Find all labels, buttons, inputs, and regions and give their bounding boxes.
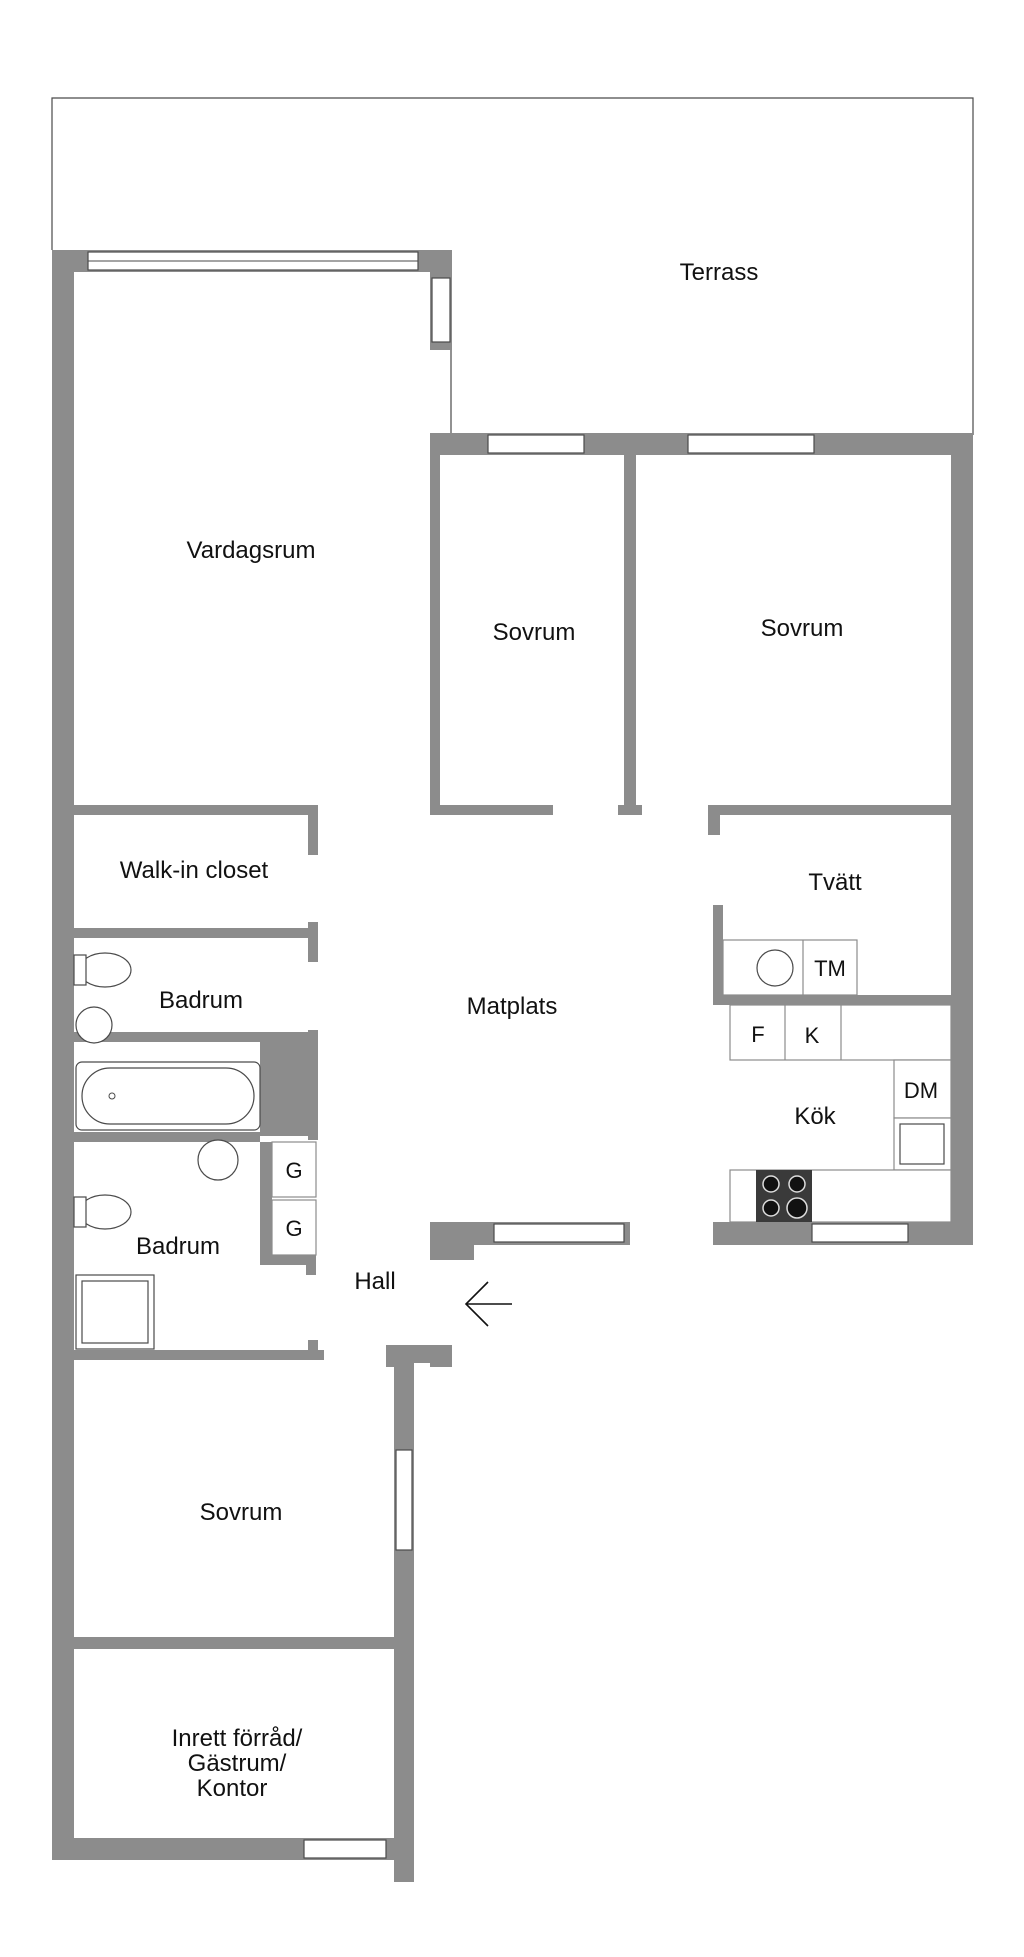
label-bathroom-2: Badrum (136, 1233, 220, 1260)
label-wardrobe-1: G (285, 1158, 302, 1183)
interior-walls (74, 433, 961, 1677)
sink-icon (75, 1006, 113, 1044)
window-bedroom3 (395, 1449, 413, 1551)
label-freezer: K (805, 1023, 820, 1048)
wardrobe-1 (271, 1141, 317, 1198)
laundry-sink-icon (756, 949, 794, 987)
window-kitchen (811, 1223, 909, 1243)
window-storage (303, 1839, 387, 1859)
label-laundry: Tvätt (808, 869, 862, 896)
window-living-east (431, 277, 451, 343)
label-storage-line-2: Gästrum/ (188, 1750, 287, 1777)
label-storage-line-3: Kontor (197, 1775, 268, 1802)
kitchen-fixtures (271, 939, 952, 1256)
label-bedroom-3: Sovrum (200, 1499, 283, 1526)
window-bedroom2 (687, 434, 815, 454)
label-washing-machine: TM (814, 956, 846, 981)
bathroom-fixtures (73, 952, 261, 1350)
entrance-arrow-icon (464, 1281, 512, 1327)
window-dining (493, 1223, 625, 1243)
label-terrace: Terrass (680, 259, 759, 286)
label-wardrobe-2: G (285, 1216, 302, 1241)
label-storage-line-1: Inrett förråd/ (172, 1725, 303, 1752)
label-bedroom-1: Sovrum (493, 619, 576, 646)
toilet-icon (78, 952, 132, 988)
label-hall: Hall (354, 1268, 395, 1295)
label-bedroom-2: Sovrum (761, 615, 844, 642)
sink-icon (197, 1139, 239, 1181)
label-kitchen: Kök (794, 1103, 836, 1130)
label-fridge: F (751, 1022, 764, 1047)
window-bedroom1 (487, 434, 585, 454)
wardrobe-2 (271, 1199, 317, 1256)
kitchen-sink-icon (899, 1123, 945, 1165)
toilet-icon (78, 1194, 132, 1230)
label-bathroom-1: Badrum (159, 987, 243, 1014)
label-dining: Matplats (467, 993, 558, 1020)
appliance-labels: TM F K DM G G (285, 956, 938, 1241)
label-walk-in-closet: Walk-in closet (120, 857, 269, 884)
room-labels: Terrass Vardagsrum Sovrum Sovrum Walk-in… (120, 259, 862, 1802)
windows (87, 251, 909, 1859)
label-living-room: Vardagsrum (187, 537, 316, 564)
label-dishwasher: DM (904, 1078, 938, 1103)
